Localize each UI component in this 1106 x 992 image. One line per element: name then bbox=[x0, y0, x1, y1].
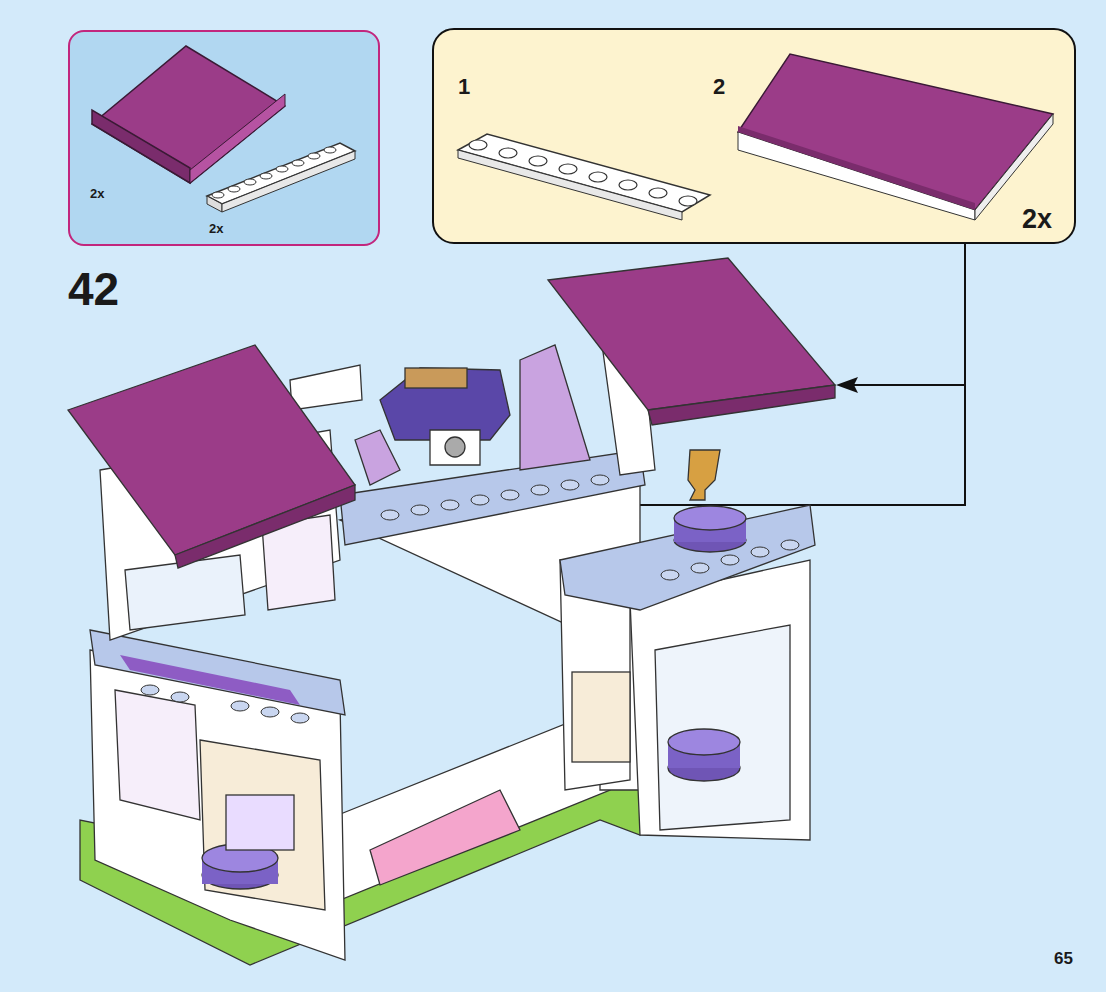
quantity-label: 2x bbox=[209, 222, 223, 235]
roof-tile-part bbox=[92, 46, 285, 183]
plate-part bbox=[207, 143, 355, 212]
plate-part bbox=[458, 134, 710, 220]
parts-list-panel: 2x 2x bbox=[68, 30, 380, 246]
roof-tile-part bbox=[738, 54, 1053, 220]
castle-model bbox=[68, 258, 835, 965]
arrow-head bbox=[836, 377, 858, 393]
quantity-label: 2 bbox=[713, 76, 725, 98]
leader-arrows bbox=[372, 244, 965, 505]
parts-panel-ground bbox=[69, 31, 379, 245]
page-number: 65 bbox=[1054, 950, 1073, 967]
callout-ground bbox=[433, 29, 1075, 243]
quantity-label: 1 bbox=[458, 76, 470, 98]
callout-box: 1 2 2x bbox=[432, 28, 1076, 244]
quantity-label: 2x bbox=[90, 187, 104, 200]
step-number: 42 bbox=[68, 266, 119, 312]
quantity-label: 2x bbox=[1022, 206, 1052, 233]
studs bbox=[141, 475, 799, 723]
